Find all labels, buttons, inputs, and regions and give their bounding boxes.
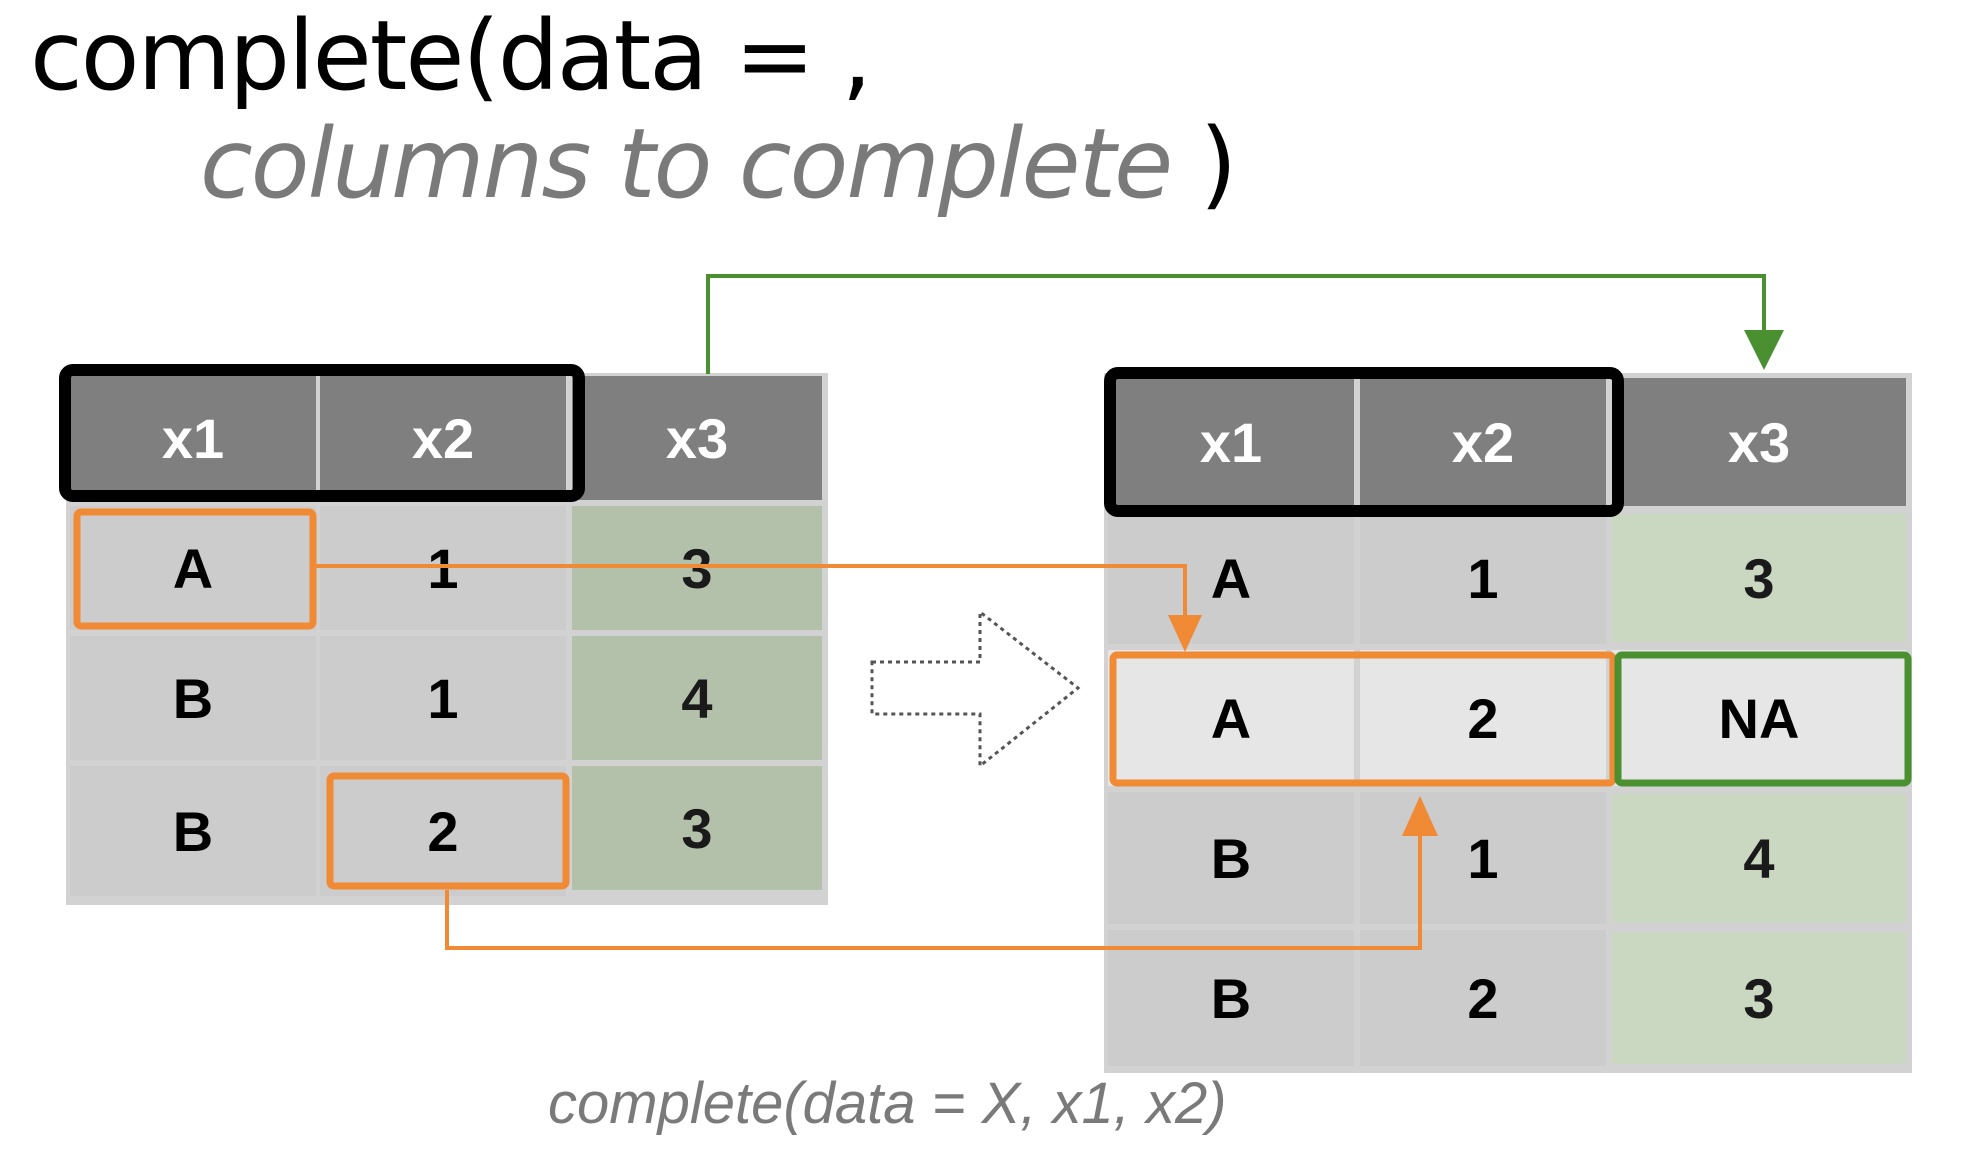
left-cell-r3-x3: 3 — [572, 766, 822, 890]
left-cell-r3-x1: B — [70, 766, 316, 896]
orange-arrowhead-down — [1168, 615, 1202, 652]
right-cell-r4-x2: 2 — [1360, 930, 1606, 1066]
right-cell-r3-x2: 1 — [1360, 792, 1606, 924]
left-cell-r2-x2: 1 — [320, 636, 566, 760]
left-header-x3: x3 — [572, 376, 822, 500]
left-header-x1: x1 — [70, 376, 316, 500]
right-cell-r3-x3: 4 — [1612, 794, 1906, 922]
orange-connector-x2 — [445, 812, 1422, 950]
columns-argument: columns to complete — [200, 108, 1173, 220]
right-highlight-na — [1614, 651, 1912, 787]
left-cell-r2-x3: 4 — [572, 636, 822, 760]
left-highlight-2 — [326, 772, 570, 890]
function-signature-line2: columns to complete ) — [200, 108, 1237, 220]
example-call-caption: complete(data = X, x1, x2) — [548, 1071, 1227, 1136]
right-cell-r2-x1: A — [1108, 650, 1354, 786]
right-cell-r1-x1: A — [1108, 512, 1354, 644]
left-highlight-A — [73, 508, 317, 630]
right-cell-r3-x1: B — [1108, 792, 1354, 924]
left-cell-r1-x1: A — [70, 506, 316, 630]
left-cell-r3-x2: 2 — [320, 766, 566, 896]
left-key-columns-outline — [59, 364, 585, 502]
right-header-x2: x2 — [1360, 378, 1606, 506]
right-cell-r2-x3-na: NA — [1612, 650, 1906, 786]
transform-arrow-icon — [870, 608, 1081, 770]
right-cell-r1-x2: 1 — [1360, 512, 1606, 644]
right-cell-r1-x3: 3 — [1612, 514, 1906, 642]
right-cell-r4-x1: B — [1108, 930, 1354, 1066]
closing-paren: ) — [1199, 108, 1237, 220]
right-cell-r4-x3: 3 — [1612, 932, 1906, 1064]
right-cell-r2-x2: 2 — [1360, 650, 1606, 786]
right-key-columns-outline — [1104, 367, 1624, 517]
green-connector-x3 — [706, 274, 1766, 374]
right-header-x3: x3 — [1612, 378, 1906, 506]
left-header-x2: x2 — [320, 376, 566, 500]
right-highlight-new-row — [1109, 651, 1617, 787]
right-header-x1: x1 — [1108, 378, 1354, 506]
left-cell-r2-x1: B — [70, 636, 316, 760]
function-signature-line1: complete(data = , — [30, 0, 872, 112]
orange-connector-x1 — [316, 564, 1187, 632]
orange-arrowhead-up — [1402, 796, 1438, 836]
green-arrowhead-down — [1744, 330, 1784, 370]
